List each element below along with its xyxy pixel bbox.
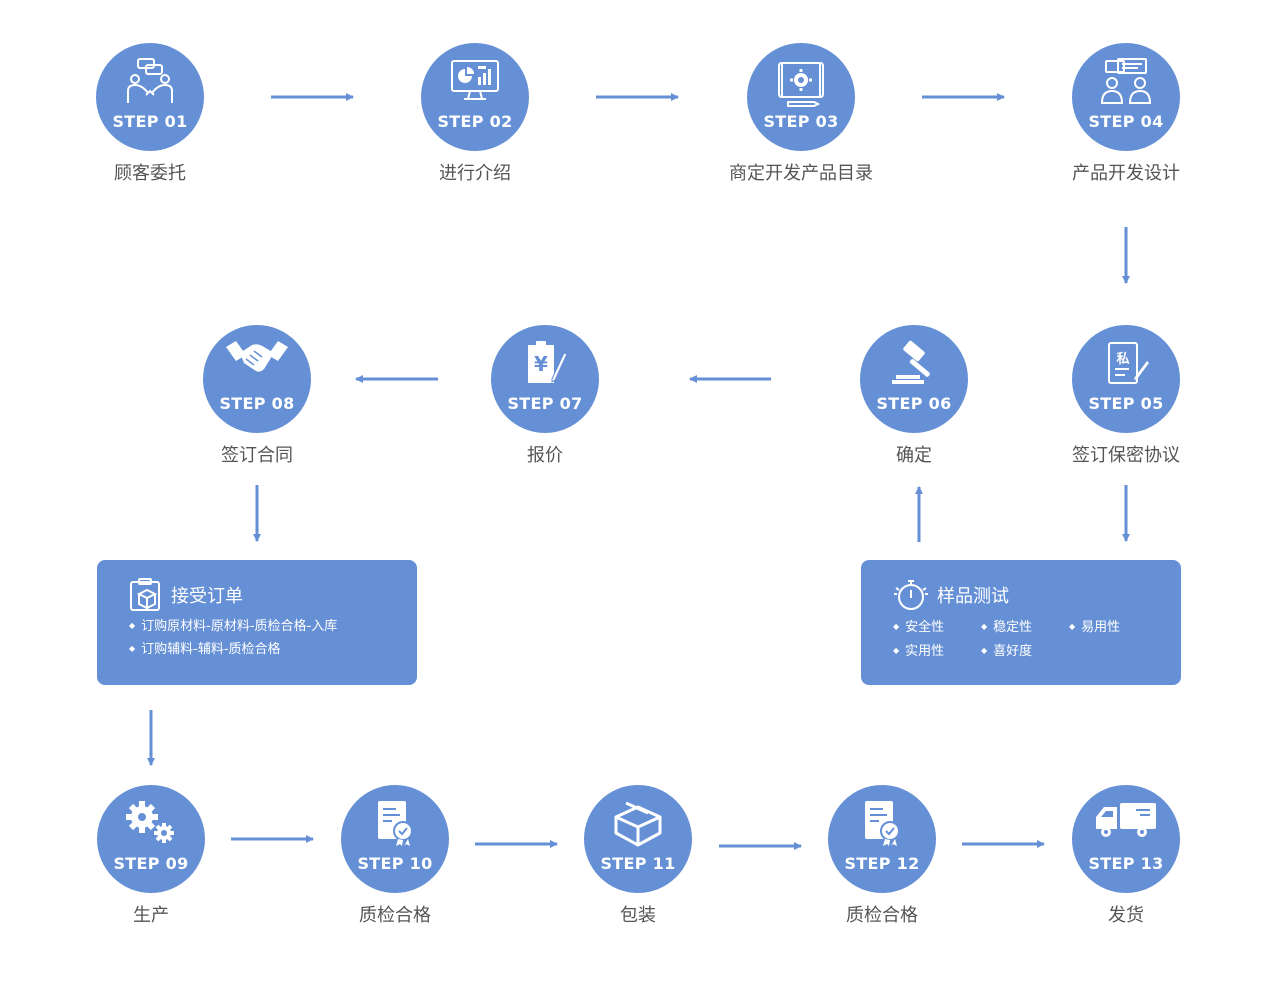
step-label: 包装 (620, 905, 656, 926)
step-circle: ¥ STEP 07 (491, 325, 599, 433)
step-number: STEP 03 (763, 112, 839, 131)
step-circle: STEP 13 (1072, 785, 1180, 893)
sample-test-box-header: 样品测试 (893, 578, 1009, 612)
step-07: ¥ STEP 07 报价 (465, 325, 625, 467)
blueprint-gear-icon (778, 62, 824, 107)
package-clipboard-icon (130, 578, 160, 611)
step-number: STEP 08 (219, 394, 295, 413)
handshake-icon (226, 341, 288, 372)
step-08: STEP 08 签订合同 (177, 325, 337, 467)
list-item: 订购原材料-原材料-质检合格-入库 (129, 616, 337, 639)
list-item: 实用性 (893, 641, 981, 664)
step-circle: STEP 04 (1072, 43, 1180, 151)
step-13: STEP 13 发货 (1046, 785, 1206, 927)
step-number: STEP 01 (112, 112, 188, 131)
step-circle: STEP 03 (747, 43, 855, 151)
stopwatch-icon (894, 580, 928, 610)
step-label: 质检合格 (846, 905, 918, 926)
step-01: STEP 01 顾客委托 (70, 43, 230, 185)
step-10: STEP 10 质检合格 (315, 785, 475, 927)
sample-test-box: 样品测试 安全性稳定性易用性实用性喜好度 (861, 560, 1181, 685)
step-circle: STEP 09 (97, 785, 205, 893)
step-circle: STEP 12 (828, 785, 936, 893)
step-06: STEP 06 确定 (834, 325, 994, 467)
step-label: 商定开发产品目录 (729, 163, 873, 184)
step-number: STEP 07 (507, 394, 583, 413)
step-label: 进行介绍 (439, 163, 511, 184)
step-02: STEP 02 进行介绍 (395, 43, 555, 185)
step-label: 报价 (527, 445, 563, 466)
order-box: 接受订单 订购原材料-原材料-质检合格-入库 订购辅料-辅料-质检合格 (97, 560, 417, 685)
list-item: 稳定性 (981, 617, 1069, 640)
step-label: 质检合格 (359, 905, 431, 926)
list-item: 喜好度 (981, 641, 1069, 664)
step-09: STEP 09 生产 (71, 785, 231, 927)
step-label: 发货 (1108, 905, 1144, 926)
step-number: STEP 11 (600, 854, 676, 873)
step-circle: STEP 11 (584, 785, 692, 893)
svg-text:¥: ¥ (534, 352, 548, 376)
step-number: STEP 09 (113, 854, 189, 873)
step-number: STEP 04 (1088, 112, 1164, 131)
step-label: 生产 (133, 905, 169, 926)
step-03: STEP 03 商定开发产品目录 (721, 43, 881, 185)
list-item: 订购辅料-辅料-质检合格 (129, 639, 337, 662)
step-number: STEP 05 (1088, 394, 1164, 413)
meeting-icon (127, 58, 173, 103)
step-label: 产品开发设计 (1072, 163, 1180, 184)
step-05: 私 STEP 05 签订保密协议 (1046, 325, 1206, 467)
presentation-icon (451, 60, 499, 100)
step-label: 签订保密协议 (1072, 445, 1180, 466)
step-circle: 私 STEP 05 (1072, 325, 1180, 433)
order-box-list: 订购原材料-原材料-质检合格-入库 订购辅料-辅料-质检合格 (129, 616, 337, 662)
step-number: STEP 06 (876, 394, 952, 413)
step-number: STEP 12 (844, 854, 920, 873)
step-circle: STEP 08 (203, 325, 311, 433)
step-circle: STEP 01 (96, 43, 204, 151)
step-number: STEP 10 (357, 854, 433, 873)
step-04: STEP 04 产品开发设计 (1046, 43, 1206, 185)
step-circle: STEP 02 (421, 43, 529, 151)
gavel-icon (892, 340, 930, 384)
box-icon (614, 801, 662, 847)
order-box-title: 接受订单 (171, 586, 243, 607)
step-number: STEP 02 (437, 112, 513, 131)
list-item: 易用性 (1069, 617, 1157, 640)
step-12: STEP 12 质检合格 (802, 785, 962, 927)
order-box-header: 接受订单 (129, 578, 243, 612)
sample-test-box-title: 样品测试 (937, 586, 1009, 607)
gears-icon (126, 801, 174, 843)
step-number: STEP 13 (1088, 854, 1164, 873)
certificate-icon (865, 801, 900, 846)
step-label: 确定 (896, 445, 932, 466)
step-label: 顾客委托 (114, 163, 186, 184)
svg-text:私: 私 (1116, 351, 1129, 367)
certificate-icon (378, 801, 413, 846)
sample-test-box-list: 安全性稳定性易用性实用性喜好度 (893, 616, 1163, 664)
truck-icon (1096, 803, 1156, 837)
step-circle: STEP 10 (341, 785, 449, 893)
confidential-document-icon: 私 (1108, 342, 1149, 384)
step-circle: STEP 06 (860, 325, 968, 433)
discussion-icon (1100, 58, 1152, 104)
step-11: STEP 11 包装 (558, 785, 718, 927)
list-item: 安全性 (893, 617, 981, 640)
price-clipboard-icon: ¥ (528, 341, 568, 383)
step-label: 签订合同 (221, 445, 293, 466)
